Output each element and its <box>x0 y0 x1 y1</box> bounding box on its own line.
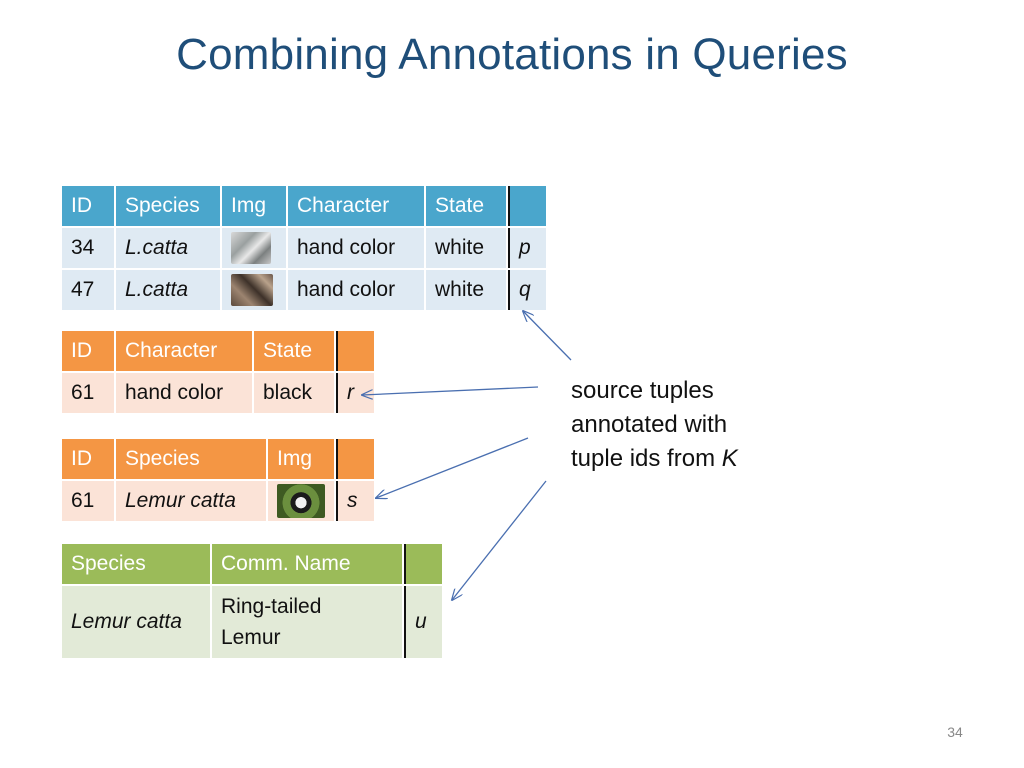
col-comm-name: Comm. Name <box>212 544 402 584</box>
cell-species: L.catta <box>116 270 220 310</box>
table-observations: ID Species Img Character State 34 L.catt… <box>60 184 548 312</box>
col-img: Img <box>268 439 334 479</box>
cell-annotation: q <box>508 270 546 310</box>
table-header-row: ID Species Img <box>62 439 374 479</box>
cell-state: black <box>254 373 334 413</box>
callout-line-3-prefix: tuple ids from <box>571 445 722 472</box>
cell-annotation: s <box>336 481 374 521</box>
col-character: Character <box>288 186 424 226</box>
callout-variable-k: K <box>721 445 738 472</box>
cell-species: Lemur catta <box>116 481 266 521</box>
cell-species: L.catta <box>116 228 220 268</box>
lemur-hand-thumbnail <box>231 274 273 306</box>
col-id: ID <box>62 186 114 226</box>
lemur-hand-thumbnail <box>231 232 271 264</box>
cell-species: Lemur catta <box>62 586 210 658</box>
cell-state: white <box>426 228 506 268</box>
col-state: State <box>426 186 506 226</box>
cell-img <box>222 228 286 268</box>
col-species: Species <box>116 439 266 479</box>
callout-line-3: tuple ids from K <box>571 442 738 476</box>
cell-id: 47 <box>62 270 114 310</box>
cell-state: white <box>426 270 506 310</box>
table-row: 61 Lemur catta s <box>62 481 374 521</box>
table-header-row: ID Character State <box>62 331 374 371</box>
table-characters: ID Character State 61 hand color black r <box>60 329 376 415</box>
annotation-callout: source tuples annotated with tuple ids f… <box>571 374 738 476</box>
cell-character: hand color <box>288 270 424 310</box>
cell-character: hand color <box>288 228 424 268</box>
col-state: State <box>254 331 334 371</box>
arrow-to-s <box>376 437 529 498</box>
slide-title: Combining Annotations in Queries <box>176 30 848 79</box>
table-row: Lemur catta Ring-tailed Lemur u <box>62 586 442 658</box>
arrow-to-q <box>523 311 572 361</box>
col-annotation <box>508 186 546 226</box>
cell-id: 61 <box>62 481 114 521</box>
page-number: 34 <box>947 724 963 740</box>
cell-comm-name: Ring-tailed Lemur <box>212 586 402 658</box>
col-id: ID <box>62 331 114 371</box>
col-annotation <box>404 544 442 584</box>
table-row: 34 L.catta hand color white p <box>62 228 546 268</box>
table-images: ID Species Img 61 Lemur catta s <box>60 437 376 523</box>
cell-annotation: u <box>404 586 442 658</box>
col-annotation <box>336 439 374 479</box>
table-header-row: ID Species Img Character State <box>62 186 546 226</box>
cell-character: hand color <box>116 373 252 413</box>
col-character: Character <box>116 331 252 371</box>
cell-img <box>222 270 286 310</box>
table-row: 61 hand color black r <box>62 373 374 413</box>
col-id: ID <box>62 439 114 479</box>
cell-img <box>268 481 334 521</box>
cell-annotation: p <box>508 228 546 268</box>
callout-line-1: source tuples <box>571 377 714 404</box>
table-common-names: Species Comm. Name Lemur catta Ring-tail… <box>60 542 444 660</box>
comm-name-line1: Ring-tailed <box>221 595 322 618</box>
lemur-photo-thumbnail <box>277 484 325 518</box>
col-img: Img <box>222 186 286 226</box>
col-annotation <box>336 331 374 371</box>
col-species: Species <box>116 186 220 226</box>
cell-id: 34 <box>62 228 114 268</box>
comm-name-line2: Lemur <box>221 626 281 649</box>
callout-line-2: annotated with <box>571 411 728 438</box>
col-species: Species <box>62 544 210 584</box>
table-header-row: Species Comm. Name <box>62 544 442 584</box>
arrow-to-u <box>452 480 547 600</box>
arrow-to-r <box>362 386 539 395</box>
table-row: 47 L.catta hand color white q <box>62 270 546 310</box>
cell-id: 61 <box>62 373 114 413</box>
